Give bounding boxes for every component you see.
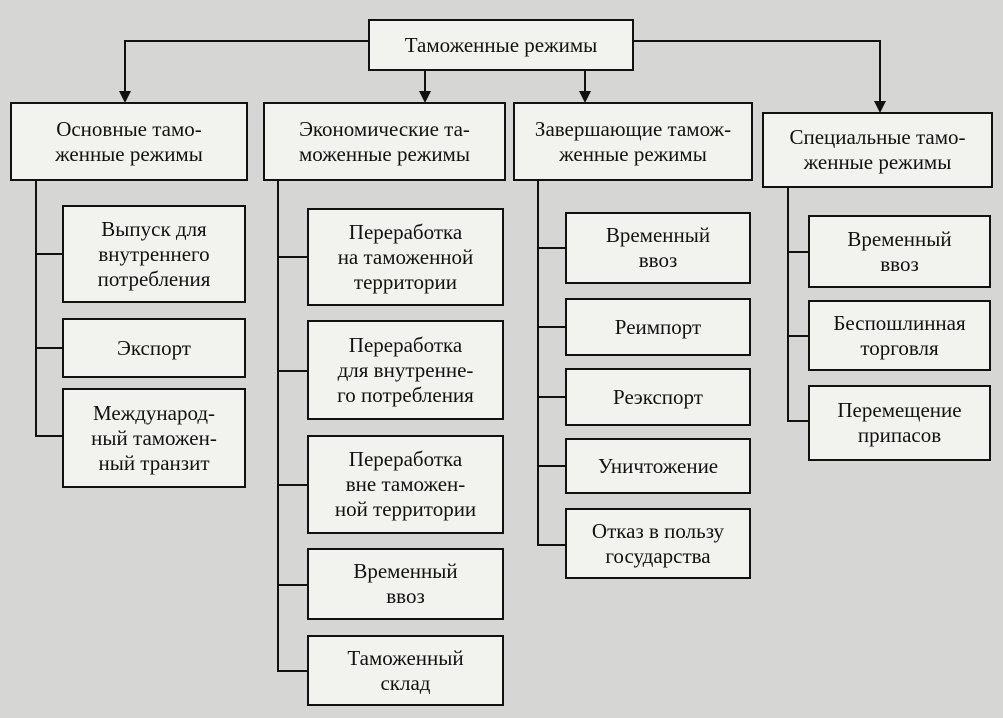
regime-item: Экспорт — [62, 318, 246, 378]
regime-item: Международ- ный таможен- ный транзит — [62, 388, 246, 488]
connector — [124, 40, 369, 42]
regime-item: Таможенный склад — [307, 635, 504, 706]
regime-item: Временный ввоз — [565, 212, 751, 284]
group-title: Основные тамо- женные режимы — [10, 102, 248, 181]
connector — [277, 180, 279, 671]
connector — [537, 396, 565, 398]
connector — [537, 326, 565, 328]
connector — [787, 187, 789, 421]
connector — [633, 40, 881, 42]
regime-item: Беспошлинная торговля — [808, 300, 991, 371]
connector — [787, 335, 808, 337]
connector — [124, 40, 126, 92]
group-title: Экономические та- моженные режимы — [263, 102, 506, 181]
group-title: Специальные тамо- женные режимы — [762, 112, 993, 188]
connector — [537, 465, 565, 467]
arrow-icon — [419, 91, 431, 103]
connector — [537, 544, 565, 546]
regime-item: Переработка для внутренне- го потреблени… — [307, 320, 504, 420]
connector — [277, 670, 307, 672]
group-title: Завершающие тамож- женные режимы — [513, 102, 753, 181]
connector — [35, 180, 37, 436]
arrow-icon — [579, 91, 591, 103]
regime-item: Выпуск для внутреннего потребления — [62, 205, 246, 303]
regime-item: Уничтожение — [565, 438, 751, 494]
connector — [584, 70, 586, 92]
arrow-icon — [119, 91, 131, 103]
connector — [424, 70, 426, 92]
connector — [35, 253, 62, 255]
connector — [277, 584, 307, 586]
regime-item: Переработка вне таможен- ной территории — [307, 435, 504, 534]
regime-item: Реимпорт — [565, 298, 751, 356]
connector — [277, 370, 307, 372]
root-node: Таможенные режимы — [368, 19, 634, 71]
regime-item: Временный ввоз — [808, 215, 991, 288]
connector — [879, 40, 881, 102]
connector — [537, 180, 539, 546]
connector — [277, 256, 307, 258]
connector — [35, 435, 62, 437]
connector — [35, 347, 62, 349]
connector — [277, 484, 307, 486]
arrow-icon — [874, 101, 886, 113]
regime-item: Временный ввоз — [307, 548, 504, 620]
regime-item: Перемещение припасов — [808, 385, 991, 461]
regime-item: Реэкспорт — [565, 368, 751, 426]
regime-item: Отказ в пользу государства — [565, 508, 751, 579]
connector — [787, 251, 808, 253]
regime-item: Переработка на таможенной территории — [307, 208, 504, 306]
connector — [537, 247, 565, 249]
connector — [787, 420, 808, 422]
